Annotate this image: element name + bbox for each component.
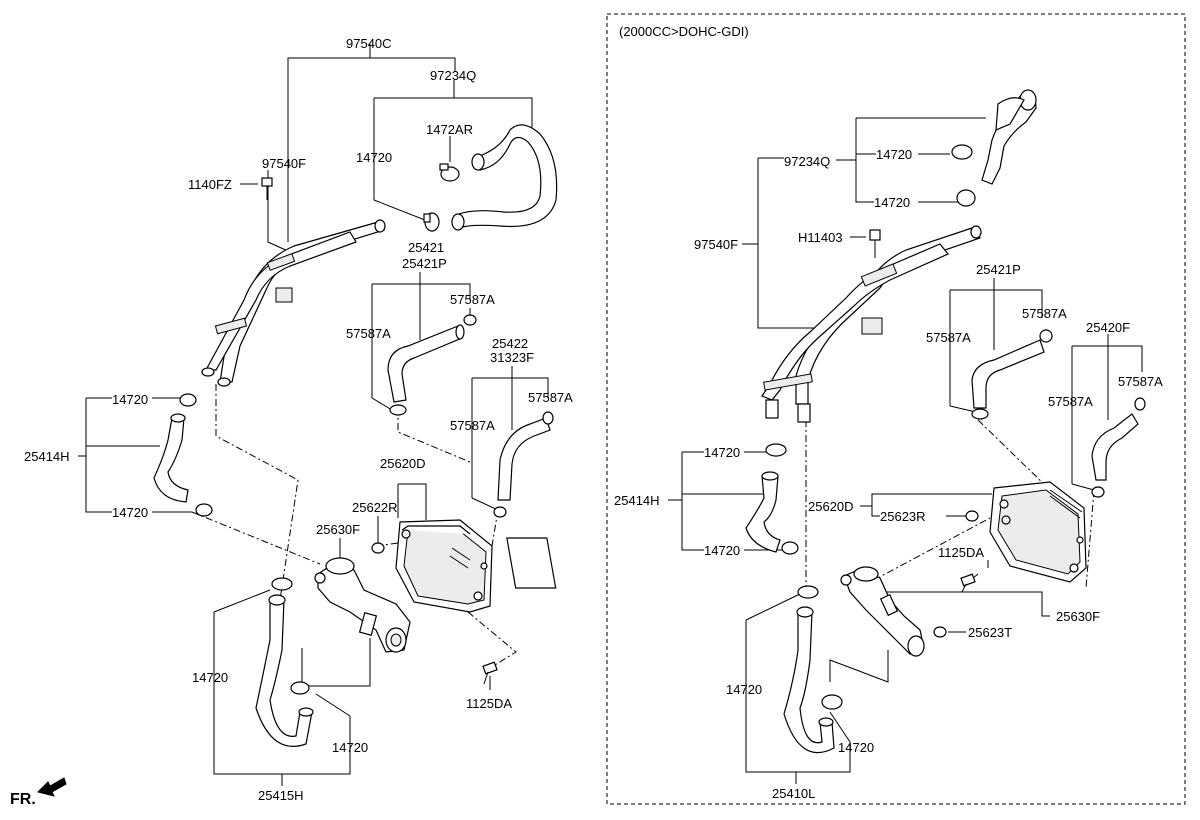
clamp-14720-icon [765, 443, 787, 457]
clamp-57587A-icon [1091, 486, 1105, 498]
label-25420F: 25420F [1086, 320, 1130, 335]
label-57587A-d: 57587A [450, 418, 495, 433]
clamp-14720-icon [956, 189, 976, 207]
hose-25414H-right [745, 475, 781, 553]
right-labels: 97234Q 14720 14720 97540F H11403 25421P … [614, 147, 1163, 801]
label-25421: 25421 [408, 240, 444, 255]
label-97540F: 97540F [262, 156, 306, 171]
label-57587A-b-right: 57587A [926, 330, 971, 345]
clamp-14720-icon [797, 585, 819, 599]
label-57587A-c: 57587A [528, 390, 573, 405]
label-25422: 25422 [492, 336, 528, 351]
label-57587A-b: 57587A [346, 326, 391, 341]
hose-25421P [387, 325, 463, 403]
hose-97234Q [453, 124, 558, 229]
hose-25415H [255, 599, 313, 747]
gasket-25623T-icon [933, 626, 947, 638]
clamp-57587A-icon [971, 408, 989, 420]
label-25415H: 25415H [258, 788, 304, 803]
label-57587A-a: 57587A [450, 292, 495, 307]
hose-25420F [1091, 413, 1139, 481]
left-parts [153, 124, 558, 747]
label-1472AR: 1472AR [426, 122, 473, 137]
label-1125DA-right: 1125DA [938, 545, 984, 560]
label-14720-up: 14720 [112, 392, 148, 407]
label-14720-bot: 14720 [332, 740, 368, 755]
bolt-H11403-icon [869, 229, 881, 258]
label-H11403: H11403 [798, 230, 843, 245]
label-14720-b-right: 14720 [874, 195, 910, 210]
label-25620D-right: 25620D [808, 499, 854, 514]
variant-title: (2000CC>DOHC-GDI) [619, 24, 749, 39]
label-57587A-d-right: 57587A [1048, 394, 1093, 409]
label-1140FZ: 1140FZ [188, 177, 232, 192]
label-25421P: 25421P [402, 256, 447, 271]
right-parts [745, 89, 1146, 754]
clamp-57587A-icon [389, 404, 407, 416]
label-25421P-right: 25421P [976, 262, 1021, 277]
pipe-97540F-right [795, 227, 982, 405]
hose-25422 [497, 417, 551, 501]
label-25410L: 25410L [772, 786, 815, 801]
label-97540C: 97540C [346, 36, 392, 51]
housing-25630F [314, 557, 411, 653]
hose-25410L [783, 611, 835, 754]
oil-cooler-25620D [395, 519, 557, 613]
label-25623T: 25623T [968, 625, 1012, 640]
clamp-14720-icon [781, 541, 799, 555]
label-14720-low: 14720 [112, 505, 148, 520]
clamp-1472AR-icon [439, 163, 460, 182]
label-25620D: 25620D [380, 456, 426, 471]
left-leader-lines [78, 44, 549, 786]
label-25630F-right: 25630F [1056, 609, 1100, 624]
label-25414H-right: 25414H [614, 493, 660, 508]
gasket-25622R-icon [371, 542, 385, 554]
right-leader-lines [668, 117, 1143, 784]
clamp-14720-icon [271, 577, 293, 591]
label-14720-bot-right: 14720 [838, 740, 874, 755]
clamp-14720-icon [951, 144, 973, 160]
label-57587A-a-right: 57587A [1022, 306, 1067, 321]
hose-25414H [153, 417, 189, 503]
label-25630F: 25630F [316, 522, 360, 537]
housing-25630F-right [840, 566, 925, 657]
bolt-1125DA-right-icon [960, 573, 976, 593]
label-14720-mid-right: 14720 [726, 682, 762, 697]
oil-cooler-25620D-right [989, 481, 1087, 583]
clamp-57587A-icon [463, 314, 477, 326]
label-31323F: 31323F [490, 350, 534, 365]
bolt-1125DA-icon [482, 661, 498, 685]
clamp-14720-icon [290, 681, 310, 695]
label-97234Q-right: 97234Q [784, 154, 830, 169]
label-25622R: 25622R [352, 500, 398, 515]
hose-25421P-right [971, 339, 1045, 409]
label-97234Q: 97234Q [430, 68, 476, 83]
label-14720-top: 14720 [356, 150, 392, 165]
label-14720-up-right: 14720 [704, 445, 740, 460]
label-25623R: 25623R [880, 509, 926, 524]
clamp-57587A-icon [542, 411, 554, 425]
label-14720-mid: 14720 [192, 670, 228, 685]
label-57587A-c-right: 57587A [1118, 374, 1163, 389]
clamp-14720-icon [821, 694, 843, 710]
clamp-14720-icon [179, 393, 197, 407]
bolt-1140FZ-icon [261, 177, 273, 200]
clamp-14720-icon [195, 503, 213, 517]
label-25414H: 25414H [24, 449, 70, 464]
clamp-57587A-icon [493, 506, 507, 518]
label-1125DA: 1125DA [466, 696, 512, 711]
clamp-14720-icon [423, 212, 440, 232]
label-14720-a-right: 14720 [876, 147, 912, 162]
left-labels: 97540C 97234Q 1472AR 14720 97540F 1140FZ… [24, 36, 573, 803]
clamp-57587A-icon [1039, 329, 1053, 343]
front-arrow-icon [37, 777, 67, 797]
fr-label: FR. [10, 791, 36, 808]
label-97540F-right: 97540F [694, 237, 738, 252]
label-14720-low-right: 14720 [704, 543, 740, 558]
gasket-25623R-icon [965, 510, 979, 522]
front-direction-marker: FR. [10, 777, 67, 808]
clamp-57587A-icon [1134, 397, 1146, 411]
variant-frame [606, 13, 1186, 805]
